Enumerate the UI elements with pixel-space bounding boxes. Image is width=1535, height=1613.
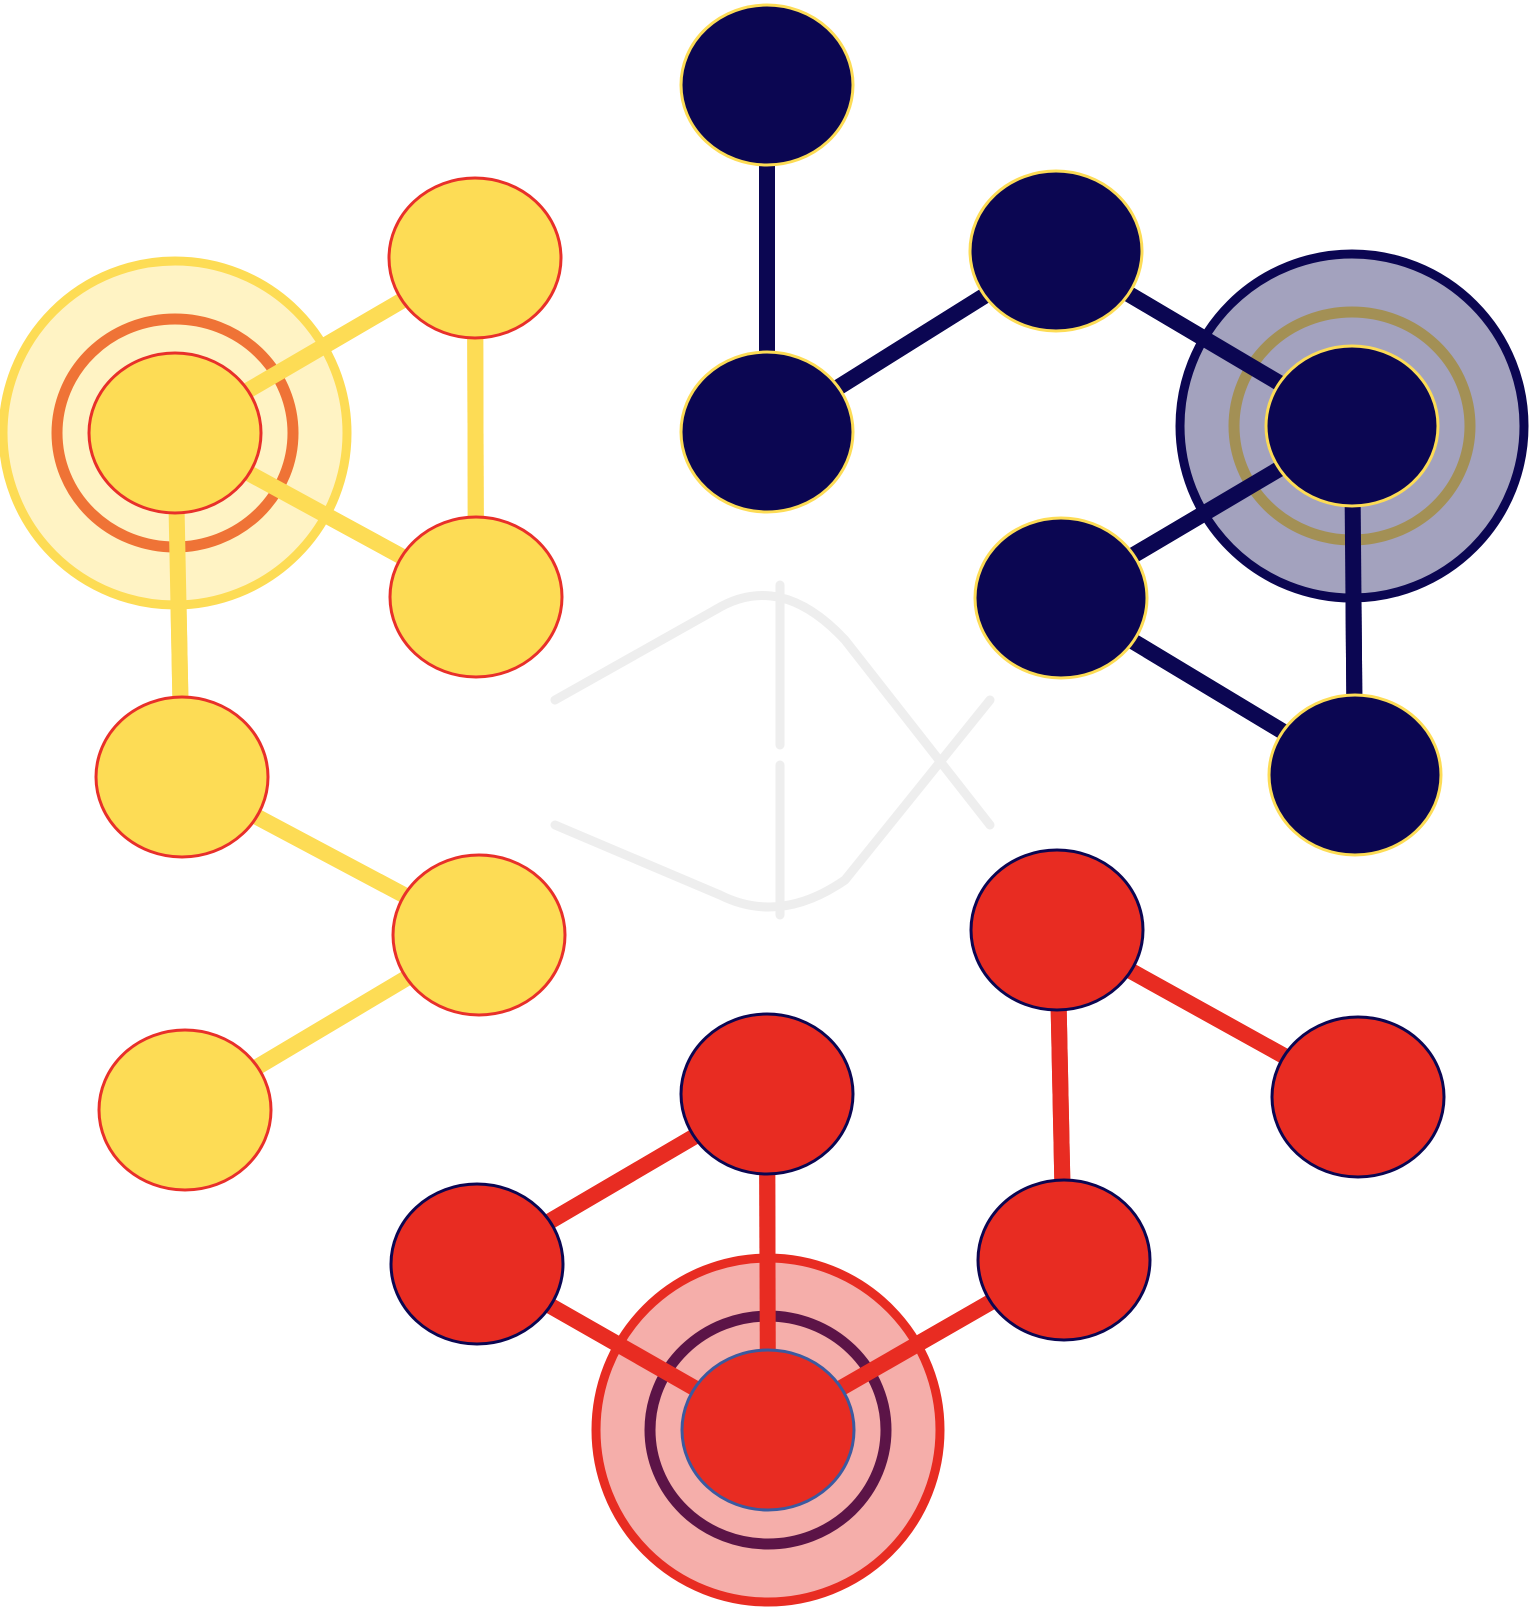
red-cluster-node bbox=[389, 1182, 565, 1346]
yellow-cluster-node bbox=[97, 1028, 273, 1192]
navy-cluster-node bbox=[679, 3, 855, 167]
red-cluster-node bbox=[1270, 1015, 1446, 1179]
yellow-cluster-node bbox=[391, 853, 567, 1017]
navy-cluster-node bbox=[679, 350, 855, 514]
yellow-cluster-node bbox=[94, 695, 270, 859]
watermark-logo bbox=[550, 580, 995, 920]
yellow-cluster-hub-node bbox=[87, 351, 263, 515]
red-cluster-node bbox=[679, 1012, 855, 1176]
navy-cluster-node bbox=[973, 516, 1149, 680]
red-cluster-hub-node bbox=[680, 1348, 856, 1512]
yellow-cluster-node bbox=[387, 176, 563, 340]
navy-cluster-hub-node bbox=[1264, 344, 1440, 508]
nodes-layer bbox=[87, 3, 1446, 1512]
navy-cluster-node bbox=[1267, 693, 1443, 857]
red-cluster-node bbox=[976, 1178, 1152, 1342]
navy-cluster-node bbox=[968, 169, 1144, 333]
red-cluster-node bbox=[969, 848, 1145, 1012]
yellow-cluster-node bbox=[388, 515, 564, 679]
